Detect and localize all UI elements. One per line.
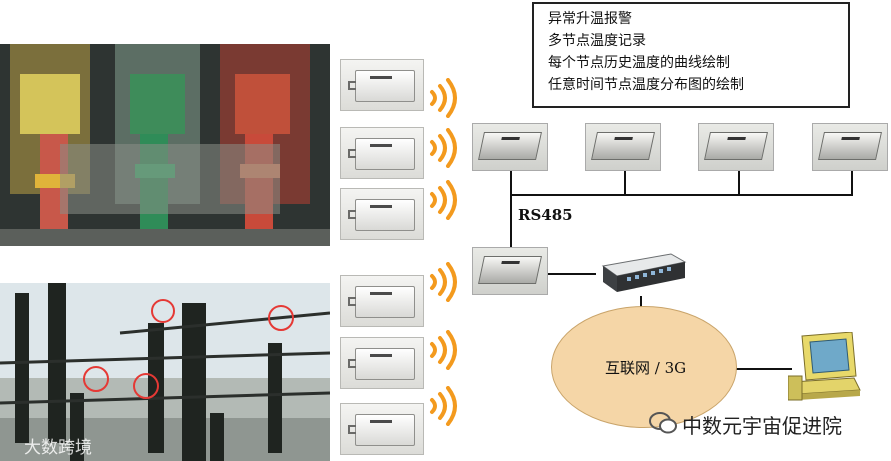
feature-item: 任意时间节点温度分布图的绘制 — [548, 74, 848, 96]
receiver-node-1 — [472, 123, 548, 171]
wireless-sensor-3 — [340, 188, 424, 240]
wifi-signal-icon — [428, 78, 462, 118]
wifi-signal-icon — [428, 262, 462, 302]
bus-drop-line — [851, 170, 853, 195]
link-line — [546, 273, 596, 275]
rs485-bus-line — [510, 194, 853, 196]
rs485-label: RS485 — [518, 206, 573, 224]
bus-drop-line — [510, 170, 512, 254]
watermark-right: 中数元宇宙促进院 — [682, 410, 842, 439]
receiver-node-3 — [698, 123, 774, 171]
bus-drop-line — [624, 170, 626, 195]
network-switch-icon — [593, 250, 689, 298]
wireless-sensor-6 — [340, 403, 424, 455]
feature-item: 异常升温报警 — [548, 8, 848, 30]
wifi-signal-icon — [428, 180, 462, 220]
feature-list-box: 异常升温报警 多节点温度记录 每个节点历史温度的曲线绘制 任意时间节点温度分布图… — [532, 2, 850, 108]
feature-item: 每个节点历史温度的曲线绘制 — [548, 52, 848, 74]
wireless-sensor-4 — [340, 275, 424, 327]
wireless-sensor-1 — [340, 59, 424, 111]
wechat-icon — [649, 410, 677, 436]
bus-drop-line — [738, 170, 740, 195]
gateway-node — [472, 247, 548, 295]
wifi-signal-icon — [428, 128, 462, 168]
watermark-left: 大数跨境 — [24, 433, 92, 458]
switchgear-photo — [0, 44, 330, 246]
network-label: 互联网 / 3G — [605, 357, 686, 378]
link-line — [734, 368, 792, 370]
receiver-node-4 — [812, 123, 888, 171]
computer-icon — [788, 332, 862, 404]
receiver-node-2 — [585, 123, 661, 171]
wireless-sensor-5 — [340, 337, 424, 389]
feature-item: 多节点温度记录 — [548, 30, 848, 52]
wifi-signal-icon — [428, 330, 462, 370]
wireless-sensor-2 — [340, 127, 424, 179]
wifi-signal-icon — [428, 386, 462, 426]
